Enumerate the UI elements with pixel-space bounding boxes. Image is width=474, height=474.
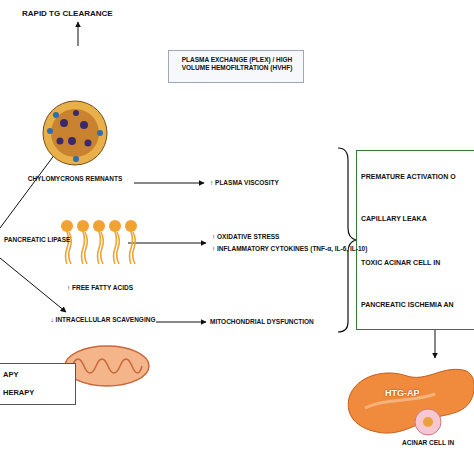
node-text: PLASMA EXCHANGE (PLEX) / HIGH VOLUME HEM… bbox=[172, 56, 302, 72]
node-text: ACINAR CELL IN bbox=[402, 439, 474, 447]
node-text: CAPILLARY LEAKA bbox=[361, 215, 474, 223]
node-text: CHYLOMYCRONS REMNANTS bbox=[20, 175, 130, 183]
acinar-cell-node: ACINAR CELL IN bbox=[400, 408, 474, 454]
annotation-label: MITOCHONDRIAL DYSFUNCTION bbox=[210, 318, 314, 326]
branch-arrow bbox=[0, 150, 58, 228]
therapy-box: APY HERAPY bbox=[0, 363, 76, 405]
annotation-label: ↑ INFLAMMATORY CYTOKINES (TNF-α, IL-6, I… bbox=[212, 245, 367, 253]
node-illustration bbox=[406, 408, 450, 438]
node-text: PREMATURE ACTIVATION O bbox=[361, 173, 474, 181]
effect-arrow bbox=[156, 322, 206, 323]
node-text: HERAPY bbox=[3, 388, 73, 397]
node-text: APY bbox=[3, 370, 73, 379]
effect-arrow bbox=[128, 243, 206, 244]
treatment-box: PLASMA EXCHANGE (PLEX) / HIGH VOLUME HEM… bbox=[168, 50, 304, 83]
node-illustration bbox=[345, 358, 474, 440]
node-text: PANCREATIC ISCHEMIA AN bbox=[361, 301, 474, 309]
node-text: ↑ FREE FATTY ACIDS bbox=[55, 284, 145, 292]
pancreas-node: HTG-AP bbox=[345, 358, 474, 440]
annotation-label: RAPID TG CLEARANCE bbox=[22, 9, 113, 19]
fatty-acid-node: ↑ FREE FATTY ACIDS bbox=[55, 208, 145, 296]
node-text: TOXIC ACINAR CELL IN bbox=[361, 259, 474, 267]
clearance-arrow bbox=[78, 22, 79, 46]
annotation-label: PANCREATIC LIPASE bbox=[4, 236, 70, 244]
outcome-box: PREMATURE ACTIVATION O CAPILLARY LEAKA TOX… bbox=[356, 150, 474, 330]
node-illustration bbox=[20, 95, 130, 170]
branch-arrow bbox=[0, 258, 66, 312]
bracket bbox=[338, 148, 356, 332]
annotation-label: ↑ PLASMA VISCOSITY bbox=[210, 179, 279, 187]
connector-arrow bbox=[435, 330, 436, 358]
node-text: HTG-AP bbox=[385, 388, 445, 399]
annotation-label: ↑ OXIDATIVE STRESS bbox=[212, 233, 279, 241]
effect-arrow bbox=[134, 183, 204, 184]
node-text: ↓ INTRACELLULAR SCAVENGING bbox=[48, 316, 158, 324]
chylomicron-node: CHYLOMYCRONS REMNANTS bbox=[20, 95, 130, 190]
